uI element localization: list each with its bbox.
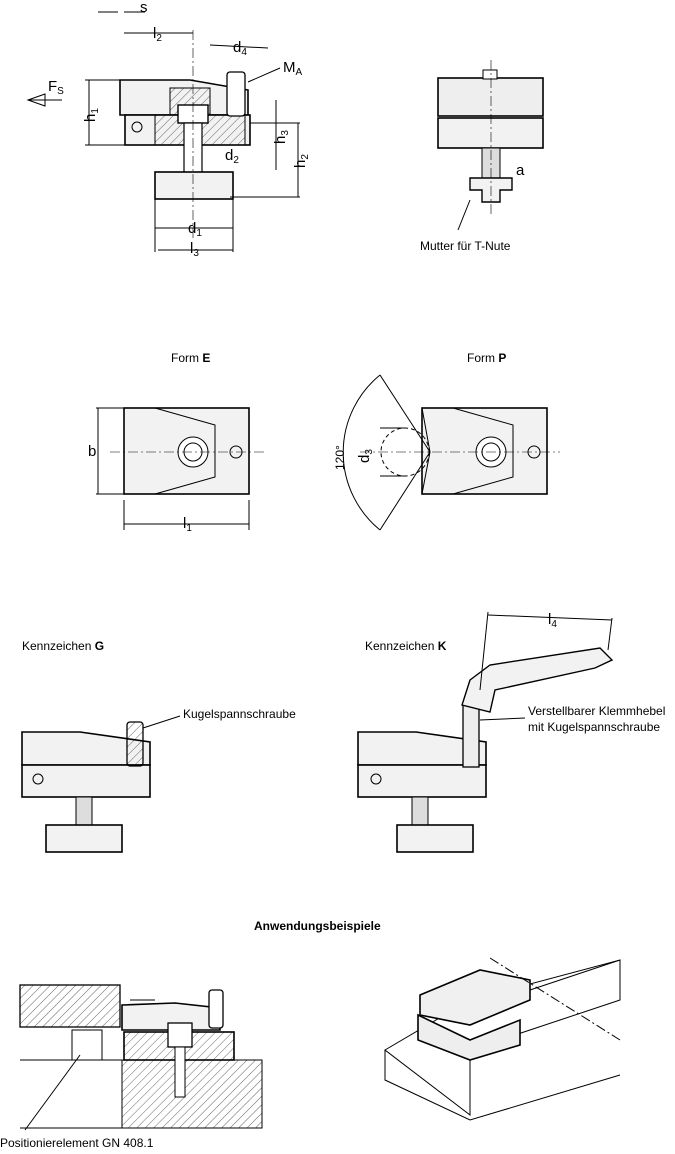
dim-d1: d1 [188,220,202,239]
front-view [437,60,544,231]
dim-h1: h1 [82,108,101,122]
dim-d2: d2 [225,147,239,166]
dim-h3: h3 [272,130,291,144]
examples-title: Anwendungsbeispiele [254,919,381,933]
klemmhebel-callout-line1: Verstellbarer Klemmhebel [528,704,666,718]
dim-d4: d4 [233,39,247,58]
kennzeichen-g-view [21,715,181,853]
dim-l4: l4 [548,611,557,630]
application-example-isometric [384,957,621,1121]
dim-l2: l2 [153,25,162,44]
form-e-view [96,407,265,530]
dim-a: a [516,162,525,179]
kugelspannschraube-callout: Kugelspannschraube [183,707,296,721]
dim-b: b [88,443,97,460]
form-p-view [342,374,560,531]
nut-label: Mutter für T-Nute [420,239,511,253]
dim-d3: d3 [356,449,375,463]
klemmhebel-callout-line2: mit Kugelspannschraube [528,720,661,734]
force-fs: FS [48,78,64,97]
dim-h2: h2 [292,154,311,168]
kennzeichen-k-view [357,611,614,853]
form-p-title: Form P [467,351,507,365]
dim-l3: l3 [190,240,199,259]
torque-ma: MA [283,59,303,78]
form-e-title: Form E [171,351,211,365]
dim-s: s [140,0,148,16]
kennzeichen-g-title: Kennzeichen G [22,639,105,653]
positionierelement-callout: Positionierelement GN 408.1 [0,1136,154,1150]
kennzeichen-k-title: Kennzeichen K [365,639,447,653]
dim-l1: l1 [183,515,192,534]
angle-120: 120° [333,445,347,470]
application-example-section [19,984,263,1131]
section-view [26,11,300,252]
